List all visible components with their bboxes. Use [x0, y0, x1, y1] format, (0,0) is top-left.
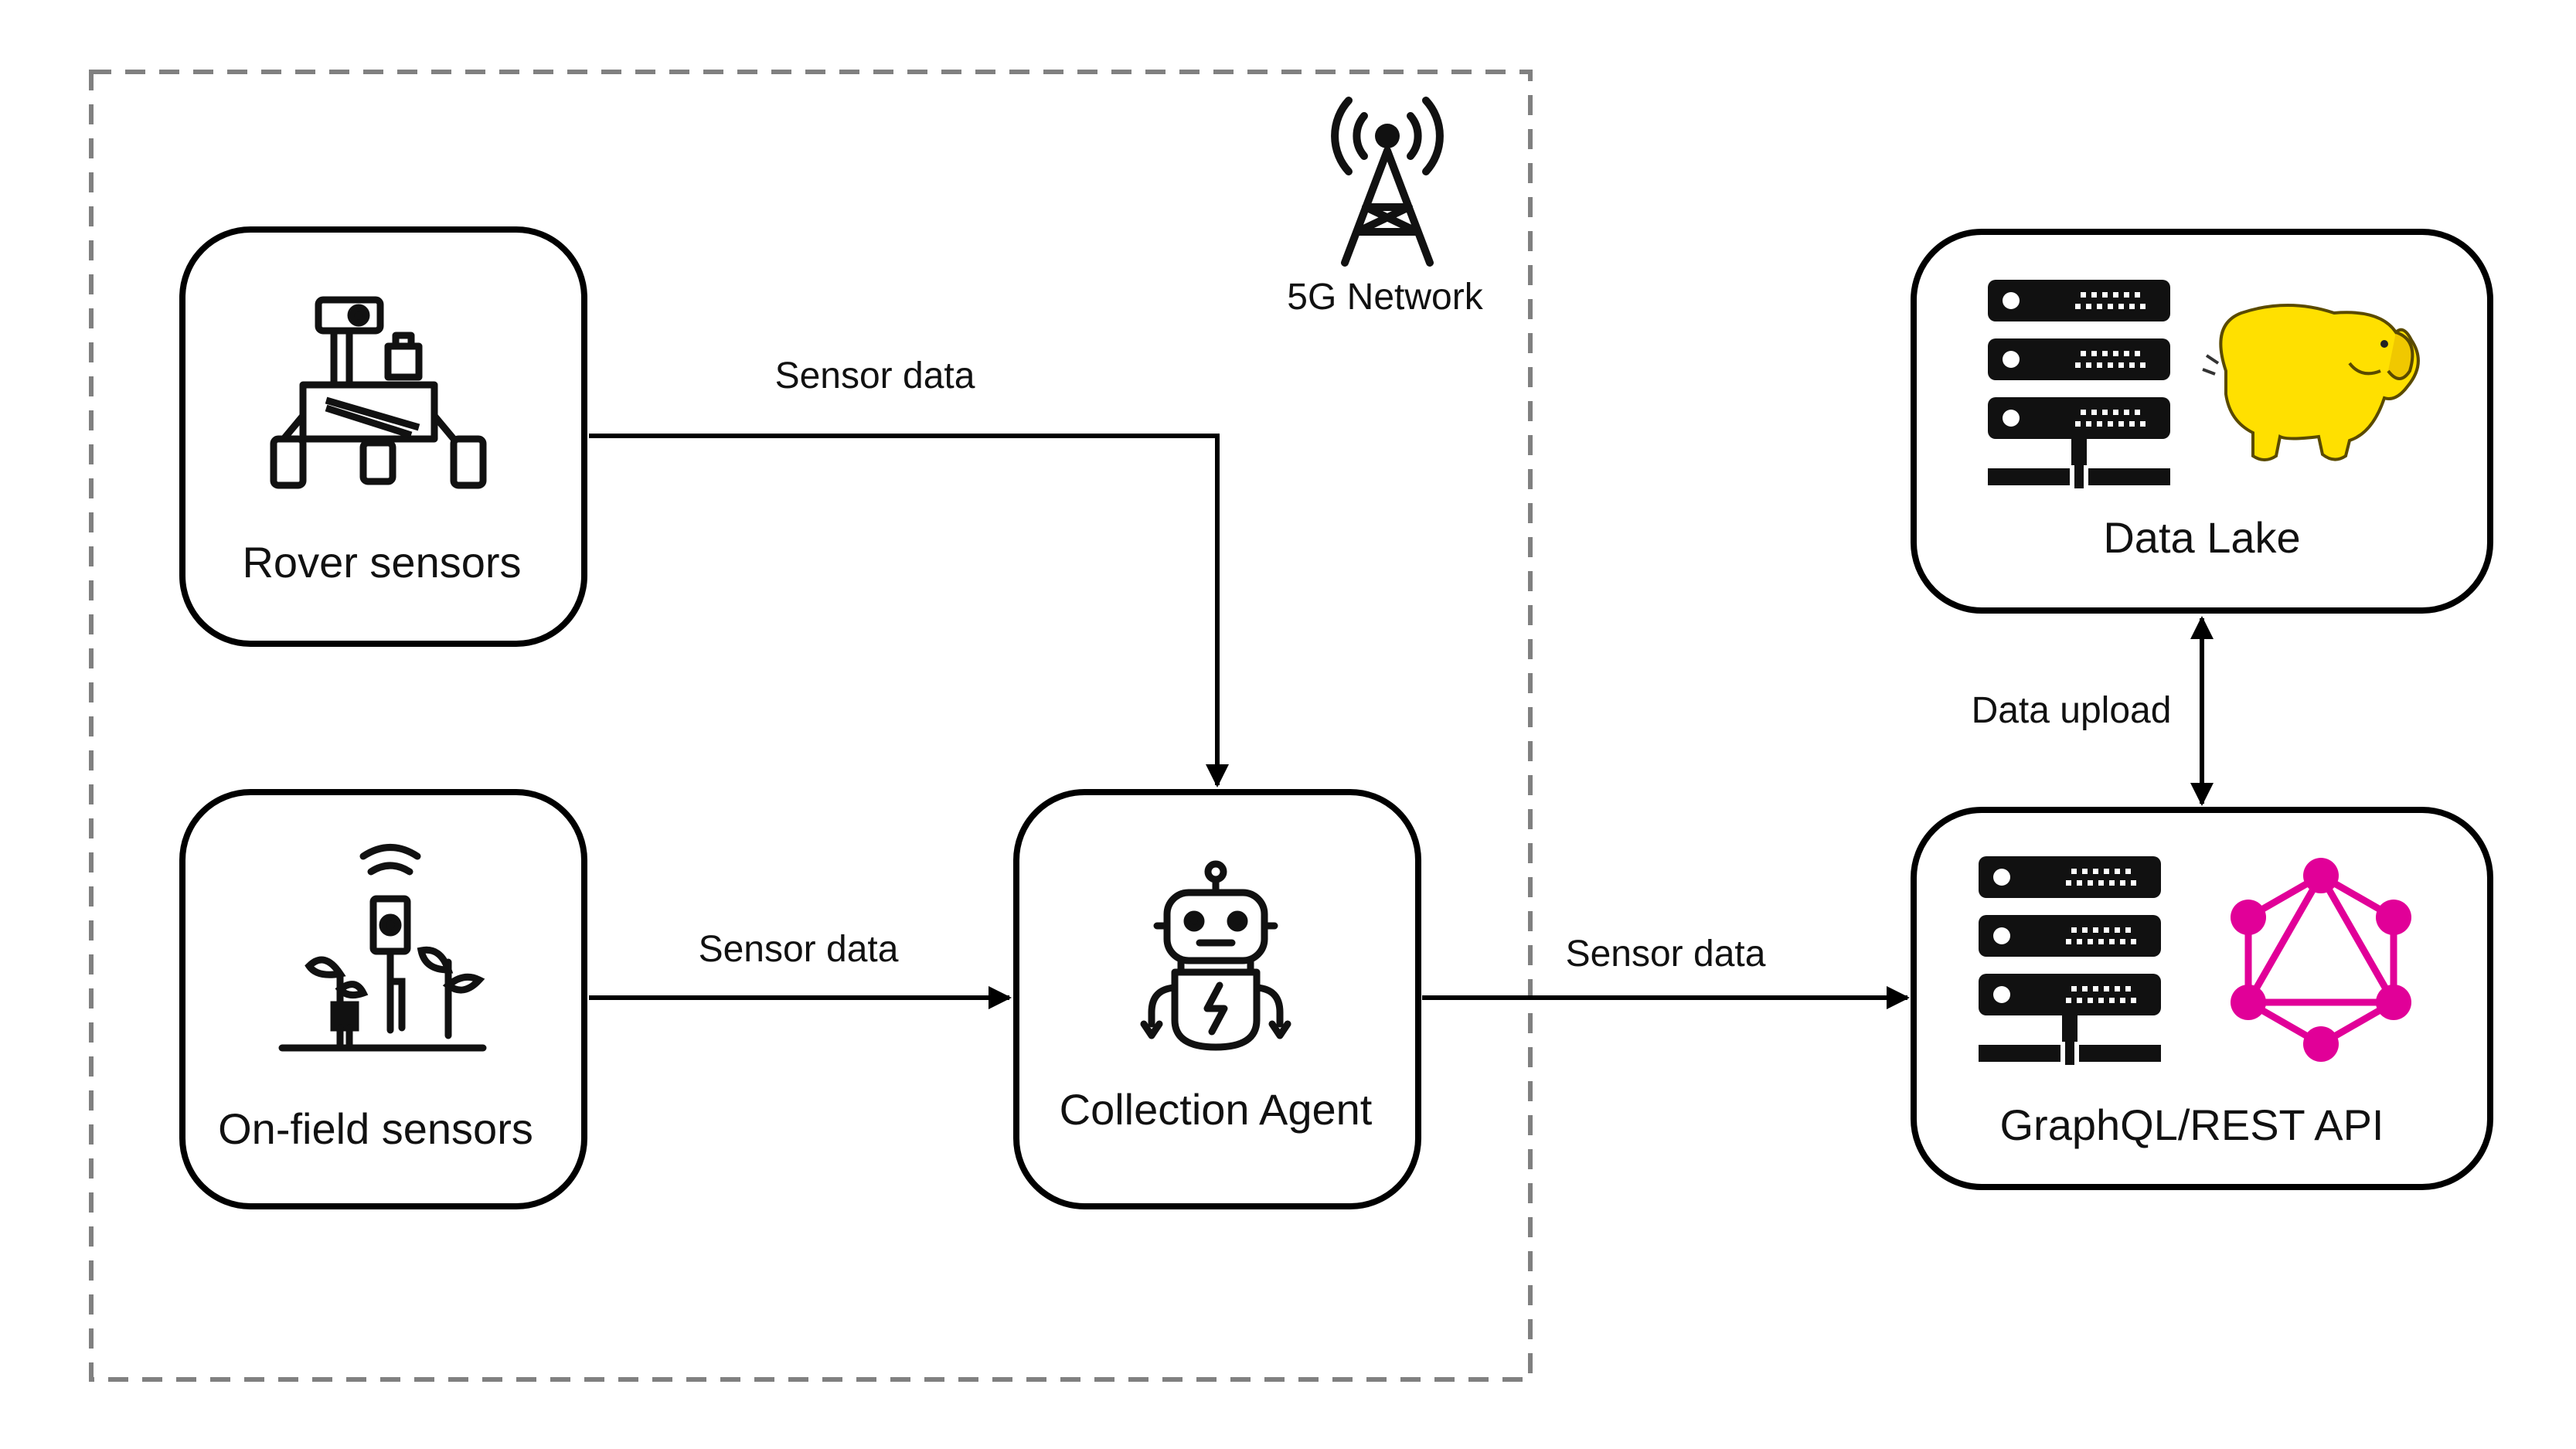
node-on-field-sensors[interactable]: On-field sensors — [179, 789, 587, 1209]
data-lake-label: Data Lake — [2103, 513, 2300, 562]
node-data-lake[interactable]: Data Lake — [1911, 229, 2493, 614]
node-collection-agent[interactable]: Collection Agent — [1013, 789, 1421, 1209]
collection-agent-label: Collection Agent — [1060, 1085, 1373, 1134]
edge-rover-to-agent-label: Sensor data — [775, 355, 975, 396]
edge-api-datalake: Data upload — [1972, 616, 2214, 806]
on-field-sensors-label: On-field sensors — [218, 1104, 533, 1153]
edge-onfield-to-agent: Sensor data — [589, 929, 1012, 1009]
edge-onfield-to-agent-label: Sensor data — [699, 929, 899, 970]
edge-api-datalake-label: Data upload — [1972, 690, 2172, 731]
iot-soil-sensor-icon — [278, 844, 487, 1052]
edge-agent-to-api: Sensor data — [1422, 934, 1910, 1009]
network-boundary — [89, 70, 1533, 1382]
rover-robot-icon — [270, 296, 487, 489]
node-rover-sensors[interactable]: Rover sensors — [179, 226, 587, 647]
node-graphql-rest-api[interactable]: GraphQL/REST API — [1911, 807, 2493, 1190]
edge-rover-to-agent: Sensor data — [589, 355, 1229, 787]
robot-icon — [1140, 860, 1291, 1051]
graphql-rest-api-label: GraphQL/REST API — [2000, 1100, 2384, 1149]
network-label: 5G Network — [1287, 277, 1483, 318]
rover-sensors-label: Rover sensors — [242, 538, 521, 587]
cell-tower-icon — [1331, 97, 1444, 267]
hadoop-elephant-icon — [2202, 304, 2420, 461]
edge-agent-to-api-label: Sensor data — [1566, 934, 1766, 975]
graphql-logo-icon — [2231, 858, 2411, 1062]
